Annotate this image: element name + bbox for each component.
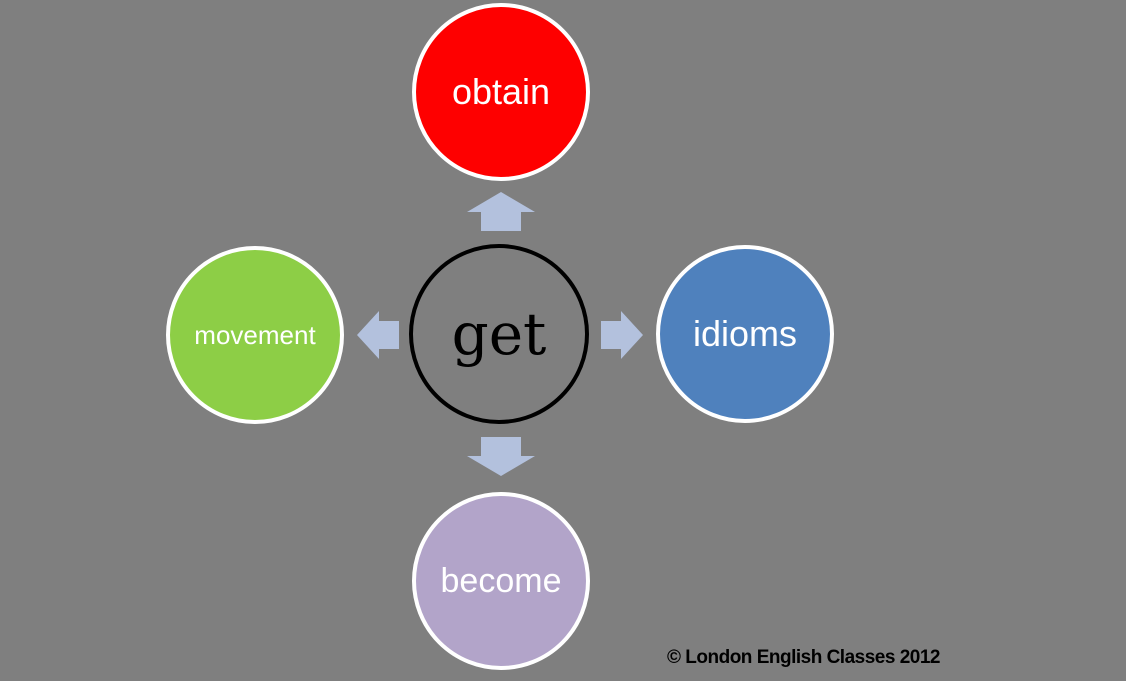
node-obtain: obtain	[412, 3, 590, 181]
center-node-get: get	[409, 244, 589, 424]
arrow-left-icon	[357, 311, 399, 359]
node-movement: movement	[166, 246, 344, 424]
arrow-up-icon	[467, 192, 535, 231]
arrow-left-shape	[357, 311, 399, 359]
arrow-right-shape	[601, 311, 643, 359]
arrow-down-icon	[467, 437, 535, 476]
node-movement-label: movement	[194, 320, 316, 350]
center-node-label: get	[451, 300, 547, 368]
arrow-right-icon	[601, 311, 643, 359]
arrow-up-shape	[467, 192, 535, 231]
node-idioms-label: idioms	[692, 313, 798, 354]
arrow-down-shape	[467, 437, 535, 476]
node-obtain-label: obtain	[451, 71, 551, 112]
node-become: become	[412, 492, 590, 670]
copyright-text: © London English Classes 2012	[667, 647, 940, 668]
node-become-label: become	[440, 562, 562, 600]
node-idioms: idioms	[656, 245, 834, 423]
